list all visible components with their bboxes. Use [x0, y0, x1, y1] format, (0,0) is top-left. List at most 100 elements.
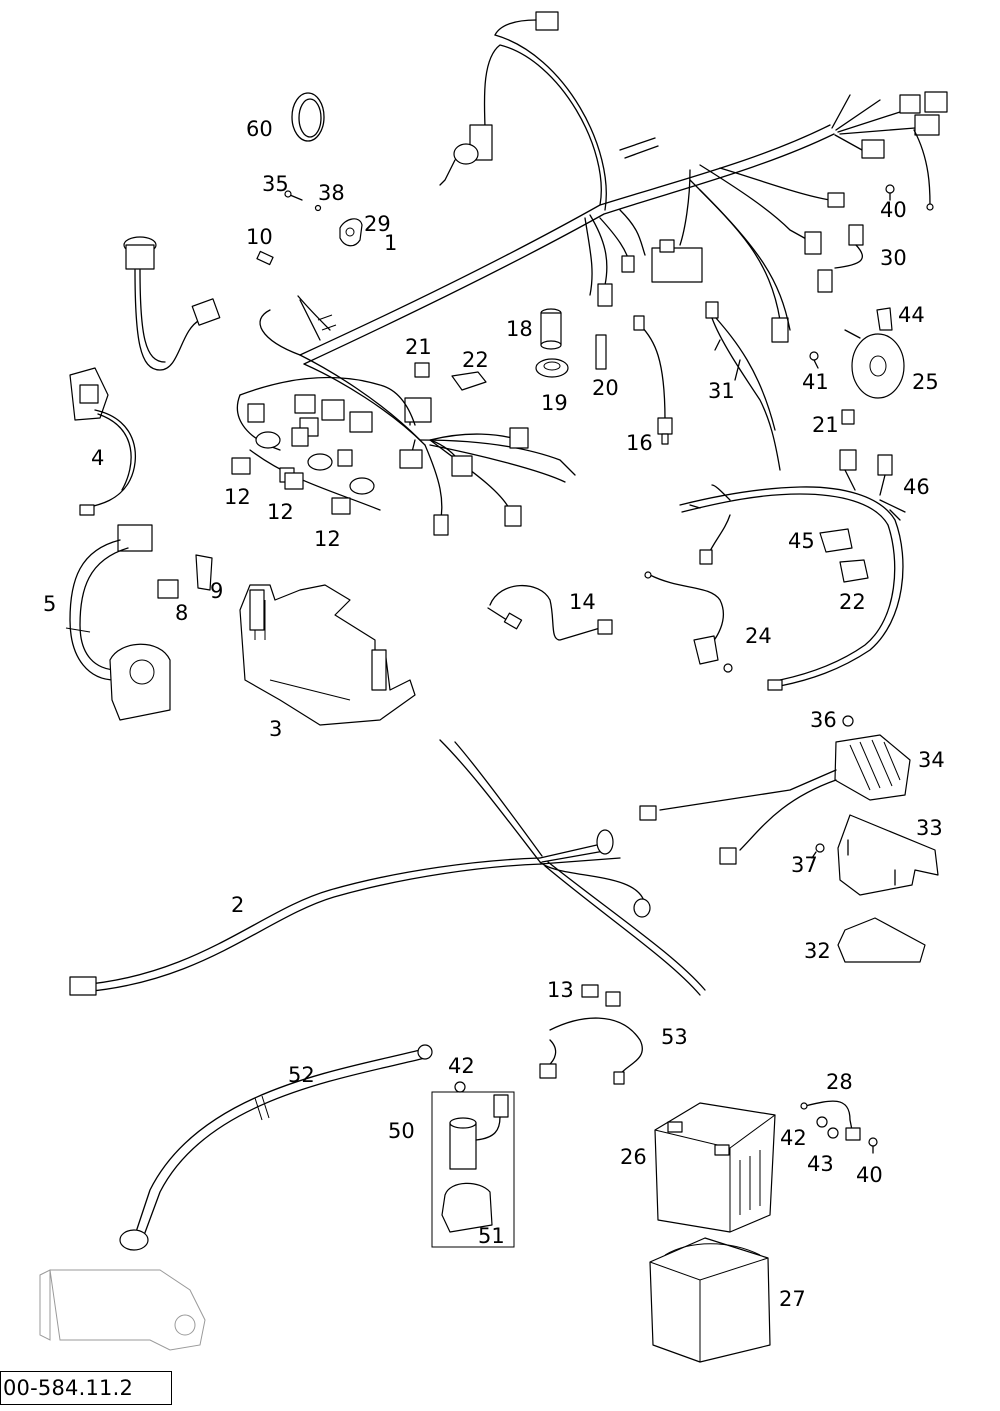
regulator-34 — [639, 734, 911, 865]
callout-41: 41 — [802, 370, 829, 394]
screw-41 — [809, 351, 819, 369]
callout-32: 32 — [804, 939, 831, 963]
bulb-10 — [256, 250, 274, 266]
callout-22-lower: 22 — [839, 590, 866, 614]
bracket-44 — [876, 307, 893, 331]
screw-40a — [885, 184, 895, 201]
sensor-14 — [487, 584, 613, 641]
callout-18: 18 — [506, 317, 533, 341]
callout-40-upper: 40 — [880, 198, 907, 222]
callout-60: 60 — [246, 117, 273, 141]
sensor-with-lead — [123, 236, 221, 371]
holder-20 — [595, 334, 607, 370]
screw-40b — [868, 1137, 878, 1154]
callout-9: 9 — [210, 579, 223, 603]
cable-tie — [291, 92, 325, 142]
fuses-12 — [231, 457, 351, 515]
cable-31 — [705, 301, 781, 471]
screw-35 — [284, 190, 303, 201]
callout-21-lower: 21 — [812, 413, 839, 437]
screw-37 — [811, 843, 825, 859]
nut-42b — [816, 1116, 828, 1128]
callout-44: 44 — [898, 303, 925, 327]
switch-4 — [69, 367, 136, 516]
relay-22a — [451, 371, 487, 391]
callout-52: 52 — [288, 1063, 315, 1087]
relay-22b — [839, 559, 869, 583]
plate-9 — [195, 554, 213, 591]
callout-5: 5 — [43, 592, 56, 616]
starter-relay-group — [431, 1091, 515, 1248]
sensor-24 — [644, 571, 733, 673]
relay-8 — [157, 579, 179, 599]
callout-30: 30 — [880, 246, 907, 270]
callout-10: 10 — [246, 225, 273, 249]
callout-40-lower: 40 — [856, 1163, 883, 1187]
washer-38 — [314, 204, 322, 212]
switch-5 — [65, 524, 171, 721]
battery-box-27 — [649, 1237, 771, 1363]
harness-46 — [679, 449, 906, 691]
nut-42a — [454, 1081, 466, 1093]
harness-2 — [69, 739, 706, 996]
callout-31: 31 — [708, 379, 735, 403]
callout-43: 43 — [807, 1152, 834, 1176]
callout-8: 8 — [175, 601, 188, 625]
callout-50: 50 — [388, 1119, 415, 1143]
reference-number: 00-584.11.2 — [3, 1376, 134, 1400]
callout-14: 14 — [569, 590, 596, 614]
callout-13: 13 — [547, 978, 574, 1002]
callout-38: 38 — [318, 181, 345, 205]
callout-29: 29 — [364, 212, 391, 236]
callout-46: 46 — [903, 475, 930, 499]
callout-28: 28 — [826, 1070, 853, 1094]
callout-42-right: 42 — [780, 1126, 807, 1150]
nut-36 — [842, 715, 854, 727]
callout-25: 25 — [912, 370, 939, 394]
horn-25 — [844, 329, 905, 399]
callout-45: 45 — [788, 529, 815, 553]
callout-22-upper: 22 — [462, 348, 489, 372]
bracket-3 — [239, 584, 416, 726]
callout-19: 19 — [541, 391, 568, 415]
starter-motor — [39, 1269, 206, 1351]
callout-21-upper: 21 — [405, 335, 432, 359]
callout-12-c: 12 — [314, 527, 341, 551]
callout-2: 2 — [231, 893, 244, 917]
callout-35: 35 — [262, 172, 289, 196]
callout-1: 1 — [384, 231, 397, 255]
callout-12-b: 12 — [267, 500, 294, 524]
relay-21a — [414, 362, 430, 378]
bracket-33 — [837, 814, 939, 896]
callout-20: 20 — [592, 376, 619, 400]
condenser-18 — [540, 308, 562, 350]
callout-24: 24 — [745, 624, 772, 648]
callout-27: 27 — [779, 1287, 806, 1311]
callout-26: 26 — [620, 1145, 647, 1169]
cable-30 — [817, 224, 864, 293]
callout-37: 37 — [791, 853, 818, 877]
bracket-29 — [339, 218, 363, 247]
callout-34: 34 — [918, 748, 945, 772]
plate-32 — [837, 917, 926, 963]
callout-53: 53 — [661, 1025, 688, 1049]
callout-4: 4 — [91, 446, 104, 470]
callout-33: 33 — [916, 816, 943, 840]
callout-36: 36 — [810, 708, 837, 732]
callout-3: 3 — [269, 717, 282, 741]
fuse-holder-53 — [539, 984, 643, 1085]
relay-21b — [841, 409, 855, 425]
reference-number-box: 00-584.11.2 — [0, 1371, 172, 1405]
callout-labels: 60 35 38 29 10 1 40 30 44 18 19 20 21 22… — [43, 117, 945, 1311]
rubber-19 — [535, 358, 569, 378]
main-wiring-harness — [236, 11, 948, 536]
battery-26 — [654, 1102, 776, 1233]
callout-42-left: 42 — [448, 1054, 475, 1078]
sensor-16 — [633, 315, 673, 445]
callout-16: 16 — [626, 431, 653, 455]
callout-51: 51 — [478, 1224, 505, 1248]
washer-43 — [827, 1127, 839, 1139]
plate-45 — [819, 528, 853, 553]
callout-12-a: 12 — [224, 485, 251, 509]
